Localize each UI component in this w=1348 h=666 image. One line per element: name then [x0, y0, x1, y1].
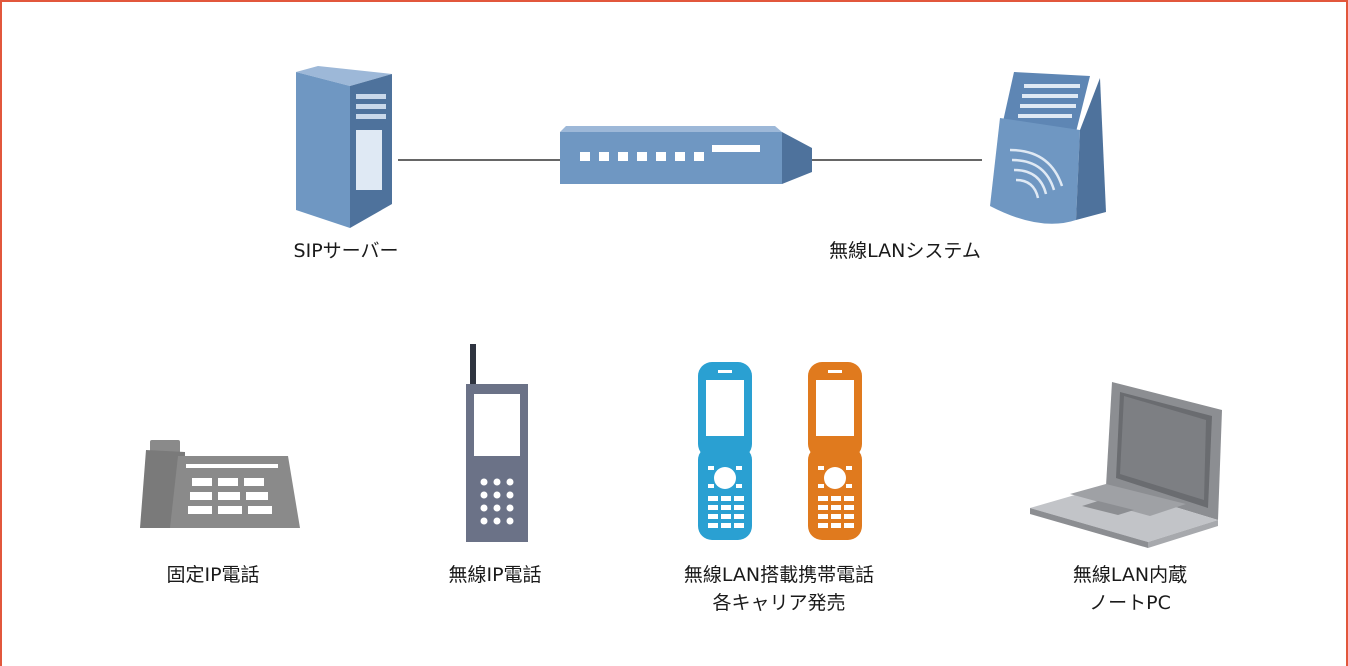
label-sip-server: SIPサーバー — [293, 240, 399, 262]
flip-phone-orange-icon — [808, 362, 862, 540]
cordless-phone-icon — [466, 344, 528, 542]
label-wireless-ip-phone: 無線IP電話 — [448, 564, 542, 586]
wireless-access-point-icon — [990, 72, 1106, 224]
desk-phone-icon — [140, 440, 300, 528]
server-icon — [296, 66, 392, 228]
label-wlan-system: 無線LANシステム — [829, 240, 981, 262]
label-fixed-ip-phone: 固定IP電話 — [166, 564, 260, 586]
network-switch-icon — [560, 126, 812, 184]
label-wlan-mobile-line2: 各キャリア発売 — [712, 592, 846, 614]
label-laptop-line2: ノートPC — [1089, 592, 1171, 614]
label-laptop-line1: 無線LAN内蔵 — [1072, 564, 1188, 586]
label-wlan-mobile-line1: 無線LAN搭載携帯電話 — [683, 564, 875, 586]
flip-phone-blue-icon — [698, 362, 752, 540]
laptop-icon — [1030, 382, 1222, 548]
